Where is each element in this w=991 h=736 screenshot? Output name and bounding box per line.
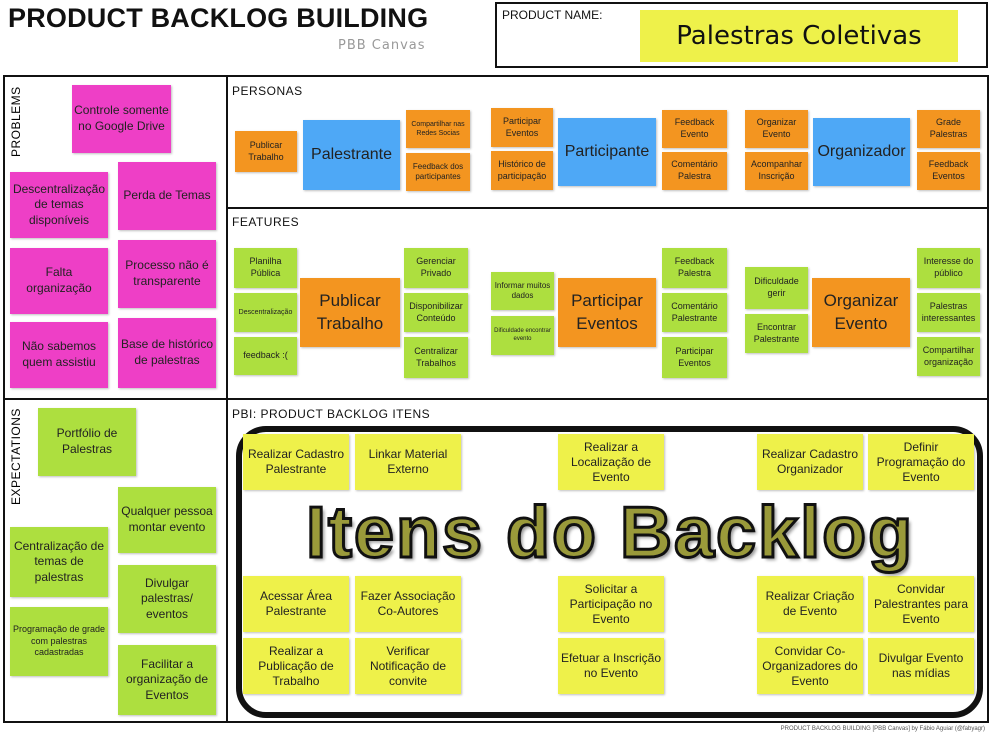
backlog-item-note: Definir Programação do Evento [868, 434, 974, 490]
problem-note: Perda de Temas [118, 162, 216, 230]
problem-note: Não sabemos quem assistiu [10, 322, 108, 388]
canvas-subtitle: PBB Canvas [338, 38, 426, 53]
section-problems: PROBLEMS [9, 86, 23, 157]
persona-note: Publicar Trabalho [235, 131, 297, 172]
feature-card: Organizar Evento [812, 278, 910, 347]
problem-note: Processo não é transparente [118, 240, 216, 308]
divider [226, 207, 989, 209]
problem-note: Descentralização de temas disponíveis [10, 172, 108, 238]
feature-note: Encontrar Palestrante [745, 314, 808, 353]
backlog-item-note: Solicitar a Participação no Evento [558, 576, 664, 632]
persona-note: Participar Eventos [491, 108, 553, 147]
canvas-title: PRODUCT BACKLOG BUILDING [8, 3, 429, 33]
persona-note: Grade Palestras [917, 110, 980, 148]
backlog-item-note: Realizar Cadastro Organizador [757, 434, 863, 490]
feature-note: Descentralização [234, 293, 297, 332]
feature-note: Feedback Palestra [662, 248, 727, 288]
persona-note: Organizar Evento [745, 110, 808, 148]
product-name-value: Palestras Coletivas [640, 10, 958, 62]
backlog-item-note: Realizar a Publicação de Trabalho [243, 638, 349, 694]
feature-note: Informar muitos dados [491, 272, 554, 310]
backlog-item-note: Realizar a Localização de Evento [558, 434, 664, 490]
backlog-item-note: Verificar Notificação de convite [355, 638, 461, 694]
persona-card: Organizador [813, 118, 910, 186]
feature-note: Dificuldade gerir [745, 267, 808, 309]
feature-note: Gerenciar Privado [404, 248, 468, 288]
expectation-note: Divulgar palestras/ eventos [118, 565, 216, 633]
feature-note: Compartilhar organização [917, 337, 980, 376]
footer-credit: PRODUCT BACKLOG BUILDING [PBB Canvas] by… [780, 726, 985, 732]
persona-note: Feedback Eventos [917, 152, 980, 190]
backlog-frame [236, 426, 983, 718]
product-name-box [495, 2, 988, 68]
expectation-note: Qualquer pessoa montar evento [118, 487, 216, 553]
product-name-label: PRODUCT NAME: [502, 8, 603, 22]
feature-note: feedback :( [234, 337, 297, 375]
section-pbi: PBI: PRODUCT BACKLOG ITENS [232, 407, 431, 421]
backlog-item-note: Divulgar Evento nas mídias [868, 638, 974, 694]
persona-card: Participante [558, 118, 656, 186]
section-features: FEATURES [232, 215, 300, 229]
expectation-note: Programação de grade com palestras cadas… [10, 607, 108, 676]
feature-note: Comentário Palestrante [662, 293, 727, 332]
persona-note: Compartilhar nas Redes Socias [406, 110, 470, 148]
feature-note: Interesse do público [917, 248, 980, 288]
backlog-item-note: Realizar Criação de Evento [757, 576, 863, 632]
persona-card: Palestrante [303, 120, 400, 190]
backlog-item-note: Convidar Co-Organizadores do Evento [757, 638, 863, 694]
feature-note: Disponibilizar Conteúdo [404, 293, 468, 332]
persona-note: Histórico de participação [491, 151, 553, 190]
backlog-item-note: Linkar Material Externo [355, 434, 461, 490]
feature-note: Participar Eventos [662, 337, 727, 378]
expectation-note: Centralização de temas de palestras [10, 527, 108, 597]
expectation-note: Portfólio de Palestras [38, 408, 136, 476]
backlog-item-note: Fazer Associação Co-Autores [355, 576, 461, 632]
persona-note: Feedback Evento [662, 110, 727, 148]
feature-note: Planilha Pública [234, 248, 297, 288]
backlog-item-note: Acessar Área Palestrante [243, 576, 349, 632]
problem-note: Controle somente no Google Drive [72, 85, 171, 153]
persona-note: Feedback dos participantes [406, 153, 470, 191]
backlog-overlay-title: Itens do Backlog [304, 493, 915, 574]
problem-note: Falta organização [10, 248, 108, 314]
feature-note: Centralizar Trabalhos [404, 337, 468, 378]
backlog-item-note: Realizar Cadastro Palestrante [243, 434, 349, 490]
feature-card: Participar Eventos [558, 278, 656, 347]
section-expectations: EXPECTATIONS [9, 408, 23, 505]
backlog-item-note: Convidar Palestrantes para Evento [868, 576, 974, 632]
feature-note: Dificuldade encontrar evento [491, 316, 554, 355]
persona-note: Acompanhar Inscrição [745, 152, 808, 190]
expectation-note: Facilitar a organização de Eventos [118, 645, 216, 715]
persona-note: Comentário Palestra [662, 152, 727, 190]
feature-note: Palestras interessantes [917, 293, 980, 332]
problem-note: Base de histórico de palestras [118, 318, 216, 388]
divider [3, 398, 989, 400]
backlog-item-note: Efetuar a Inscrição no Evento [558, 638, 664, 694]
section-personas: PERSONAS [232, 84, 303, 98]
feature-card: Publicar Trabalho [300, 278, 400, 347]
